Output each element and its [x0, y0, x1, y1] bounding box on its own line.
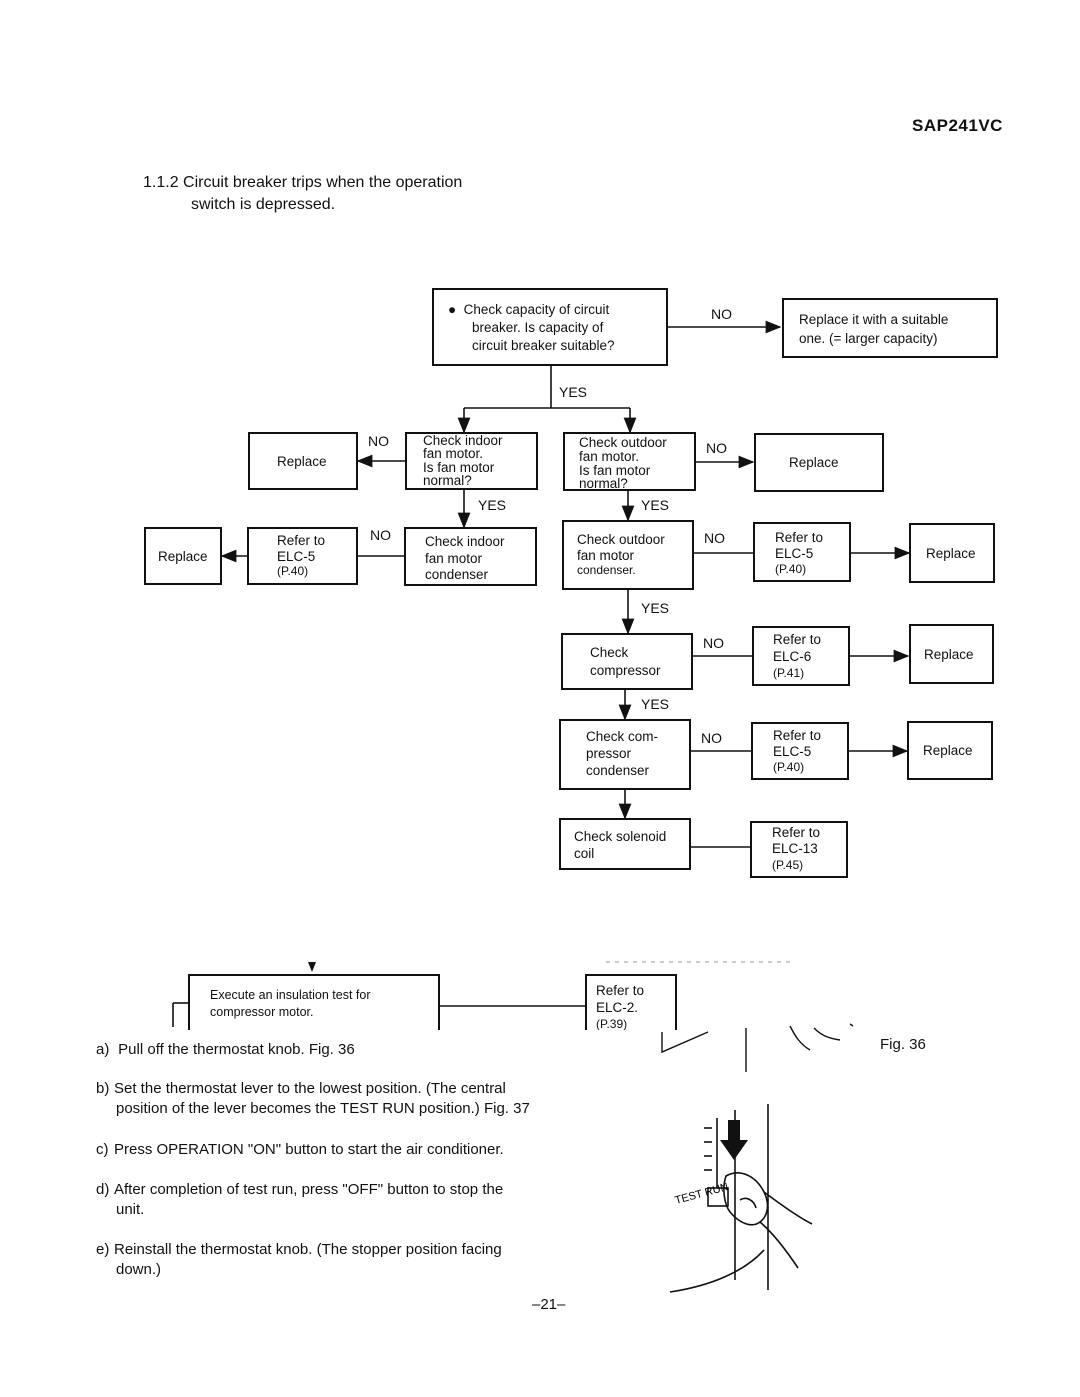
- refer-elc6-box: Refer to ELC-6 (P.41): [752, 626, 850, 686]
- no-label: NO: [703, 635, 724, 651]
- no-label: NO: [701, 730, 722, 746]
- check-outdoor-fan-motor-box: Check outdoor fan motor. Is fan motor no…: [563, 432, 696, 491]
- no-label: NO: [368, 433, 389, 449]
- check-compressor-condenser-box: Check com- pressor condenser: [559, 719, 691, 790]
- refer-elc5-left-box: Refer to ELC-5 (P.40): [247, 527, 358, 585]
- no-label: NO: [704, 530, 725, 546]
- no-label: NO: [370, 527, 391, 543]
- refer-elc5-right-box: Refer to ELC-5 (P.40): [753, 522, 851, 582]
- section-title-line2: switch is depressed.: [191, 196, 336, 213]
- replace-far-left-box: Replace: [144, 527, 222, 585]
- fig-36-label: Fig. 36: [880, 1036, 926, 1053]
- check-indoor-condenser-box: Check indoor fan motor condenser: [404, 527, 537, 586]
- replace-r1-box: Replace: [909, 523, 995, 583]
- check-outdoor-condenser-box: Check outdoor fan motor condenser.: [562, 520, 694, 590]
- yes-label: YES: [641, 497, 670, 513]
- replace-right-box: Replace: [754, 433, 884, 492]
- replace-r3-box: Replace: [907, 721, 993, 780]
- step-e: e)Reinstall the thermostat knob. (The st…: [96, 1241, 502, 1278]
- figure-37-test-run-illustration: TEST RUN: [669, 1104, 813, 1293]
- refer-elc13-box: Refer to ELC-13 (P.45): [750, 821, 848, 878]
- section-title-line1: Circuit breaker trips when the operation: [183, 174, 463, 191]
- check-solenoid-coil-box: Check solenoid coil: [559, 818, 691, 870]
- section-number: 1.1.2: [143, 174, 179, 191]
- yes-label: YES: [478, 497, 507, 513]
- check-indoor-fan-motor-box: Check indoor fan motor. Is fan motor nor…: [405, 432, 538, 490]
- check-breaker-capacity-box: ● Check capacity of circuit breaker. Is …: [432, 288, 668, 366]
- test-run-label: TEST RUN: [674, 1181, 730, 1207]
- step-a: a) Pull off the thermostat knob. Fig. 36: [96, 1041, 355, 1058]
- figure-36-illustration: [661, 1023, 854, 1072]
- section-title: 1.1.2 Circuit breaker trips when the ope…: [143, 172, 462, 216]
- yes-label: YES: [641, 600, 670, 616]
- model-number: SAP241VC: [912, 116, 1003, 135]
- replace-r2-box: Replace: [909, 624, 994, 684]
- page-number: –21–: [532, 1296, 566, 1313]
- no-label: NO: [706, 440, 727, 456]
- yes-label: YES: [559, 384, 588, 400]
- step-b: b)Set the thermostat lever to the lowest…: [96, 1080, 530, 1117]
- insulation-test-box: Execute an insulation test for compresso…: [188, 974, 440, 1030]
- step-d: d)After completion of test run, press "O…: [96, 1181, 504, 1218]
- check-compressor-box: Check compressor: [561, 633, 693, 690]
- step-c: c)Press OPERATION "ON" button to start t…: [96, 1141, 504, 1158]
- replace-suitable-box: Replace it with a suitable one. (= large…: [782, 298, 998, 358]
- refer-elc5-bottom-box: Refer to ELC-5 (P.40): [751, 722, 849, 780]
- replace-left-box: Replace: [248, 432, 358, 490]
- yes-label: YES: [641, 696, 670, 712]
- refer-elc2-box: Refer to ELC-2. (P.39): [585, 974, 677, 1030]
- no-label: NO: [711, 306, 732, 322]
